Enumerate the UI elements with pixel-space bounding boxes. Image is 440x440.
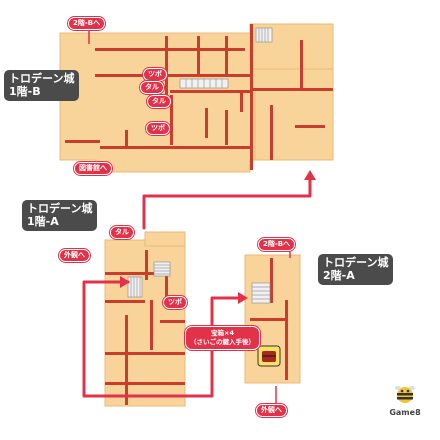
stairs-2a xyxy=(251,282,271,304)
treasure-label: 宝箱×4 （さいごの鍵入手後） xyxy=(185,326,260,350)
route-1a-to-1b xyxy=(142,170,316,230)
floor-1a-level: 1階-A xyxy=(27,214,59,228)
logo-text: Game8 xyxy=(389,408,421,417)
to-outside-marker-bottom[interactable]: 外観へ xyxy=(256,404,287,417)
tsubo-marker-3: ツボ xyxy=(163,296,187,309)
taru-marker-2: タル xyxy=(147,95,171,108)
floor-2a-name: トロデーン城 xyxy=(323,256,389,269)
floor-2a-level: 2階-A xyxy=(323,268,355,282)
floor-1b-level: 1階-B xyxy=(9,84,41,98)
game8-logo: Game8 xyxy=(385,384,425,417)
stairs-1b-top xyxy=(255,27,273,43)
treasure-count: 宝箱×4 xyxy=(211,329,234,337)
treasure-condition: （さいごの鍵入手後） xyxy=(190,337,255,346)
tsubo-marker-2: ツボ xyxy=(146,122,170,135)
stairs-1a-top xyxy=(153,261,171,277)
route-outside-to-2a xyxy=(82,276,248,398)
stairs-1b-center xyxy=(179,78,229,89)
treasure-chest-icon xyxy=(257,345,281,367)
to-library-marker[interactable]: 図書館へ xyxy=(74,162,112,175)
floor-1b-rooms xyxy=(59,23,334,173)
stairs-1a-middle xyxy=(127,276,143,298)
to-outside-marker-left[interactable]: 外観へ xyxy=(59,249,90,262)
to-2f-b-marker-top[interactable]: 2階-Bへ xyxy=(68,17,106,30)
to-2f-b-marker-right[interactable]: 2階-Bへ xyxy=(258,238,296,251)
floor-label-1a: トロデーン城 1階-A xyxy=(22,200,98,232)
bee-icon xyxy=(395,386,415,403)
floor-label-2a: トロデーン城 2階-A xyxy=(318,254,394,286)
taru-marker-1: タル xyxy=(140,81,164,94)
floor-2a-walls xyxy=(250,258,288,380)
floor-1b-walls xyxy=(65,24,333,170)
taru-marker-3: タル xyxy=(110,226,134,239)
tsubo-marker-1: ツボ xyxy=(143,68,167,81)
floor-1a-name: トロデーン城 xyxy=(27,202,93,215)
floor-1a-walls xyxy=(105,250,185,405)
floor-label-1b: トロデーン城 1階-B xyxy=(4,70,80,102)
floor-1b-name: トロデーン城 xyxy=(9,72,75,85)
